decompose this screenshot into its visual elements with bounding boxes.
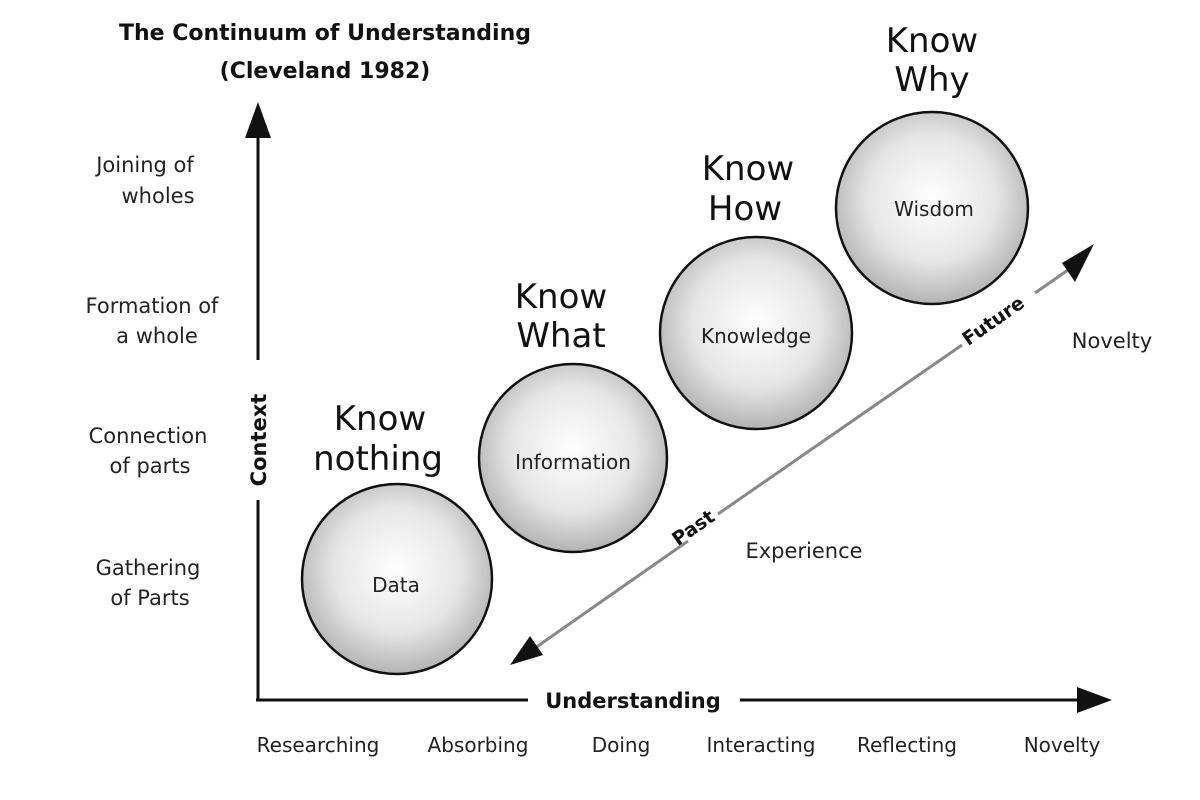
knowledge-circle-label: Knowledge [701,324,811,348]
novelty-label: Novelty [1072,329,1152,353]
experience-label: Experience [745,539,862,563]
stage-knowledge: Knowledge Know How [658,149,854,431]
x-tick-researching: Researching [257,733,380,757]
information-circle [477,362,669,554]
know-what-heading-line1: Know [515,277,607,317]
wisdom-circle [834,110,1030,306]
x-tick-interacting: Interacting [707,733,816,757]
x-axis-arrowhead [1077,687,1112,713]
diagram-subtitle: (Cleveland 1982) [220,59,431,84]
x-axis-label: Understanding [545,689,721,713]
diagram-title: The Continuum of Understanding [119,21,531,46]
know-what-heading-line2: What [516,316,605,356]
know-nothing-heading-line1: Know [334,399,426,439]
y-level-formation-line1: Formation of [86,294,220,318]
timeline-line-lower [534,539,689,650]
stage-data: Data Know nothing [300,399,494,676]
know-how-heading-line2: How [708,189,782,229]
timeline-line-middle [717,343,963,516]
x-tick-reflecting: Reflecting [857,733,957,757]
data-circle [300,482,494,676]
timeline-arrowhead-past [510,636,543,665]
knowledge-circle [658,235,854,431]
timeline-past-label: Past [668,506,719,551]
know-why-heading-line2: Why [894,60,969,100]
x-tick-doing: Doing [592,733,651,757]
know-nothing-heading-line2: nothing [313,439,443,479]
timeline-arrowhead-future [1062,244,1094,282]
y-level-connection-line2: of parts [110,454,191,478]
x-tick-absorbing: Absorbing [428,733,529,757]
stage-wisdom: Wisdom Know Why [834,21,1030,306]
y-level-gathering-line1: Gathering [96,556,201,580]
know-how-heading-line1: Know [702,149,794,189]
stage-information: Information Know What [477,277,669,554]
y-level-gathering-line2: of Parts [110,586,189,610]
information-circle-label: Information [515,450,631,474]
timeline-future-label: Future [958,292,1028,350]
y-level-joining-line2: wholes [121,184,194,208]
timeline-line-upper [1034,268,1069,295]
x-tick-novelty: Novelty [1024,733,1101,757]
y-level-joining-line1: Joining of [94,153,194,177]
y-level-connection-line1: Connection [89,424,208,448]
y-axis-label: Context [247,394,271,487]
data-circle-label: Data [372,573,420,597]
y-level-formation-line2: a whole [116,324,198,348]
y-axis-arrowhead [245,102,271,138]
know-why-heading-line1: Know [886,21,978,61]
wisdom-circle-label: Wisdom [894,197,974,221]
